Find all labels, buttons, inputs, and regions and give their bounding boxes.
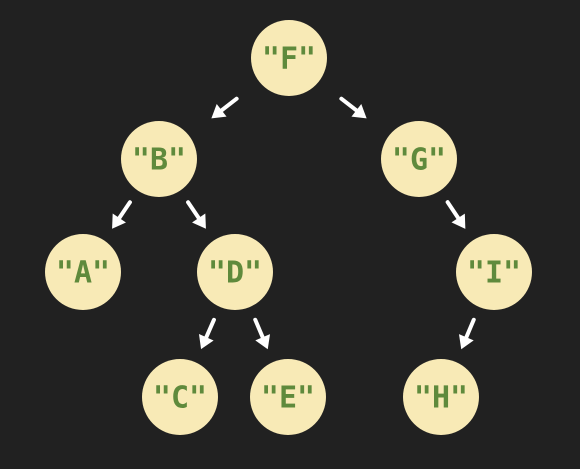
edge-arrowhead: [211, 104, 227, 119]
edge-shaft: [186, 200, 202, 222]
tree-node-c: "C": [142, 359, 218, 435]
tree-node-b: "B": [121, 121, 197, 197]
edge-shaft: [463, 317, 476, 342]
node-circle: [251, 20, 327, 96]
edge-arrow-i-h: [458, 317, 476, 350]
edge-arrow-b-a: [112, 200, 132, 229]
node-circle: [381, 121, 457, 197]
edge-shaft: [253, 317, 266, 342]
edge-arrowhead: [192, 213, 206, 229]
tree-node-f: "F": [251, 20, 327, 96]
edge-arrowhead: [255, 334, 271, 350]
edge-arrowhead: [451, 213, 466, 229]
edge-arrowhead: [112, 213, 126, 229]
node-circle: [250, 359, 326, 435]
node-label: "F": [262, 42, 316, 77]
node-label: "B": [132, 143, 186, 178]
node-circle: [142, 359, 218, 435]
tree-node-e: "E": [250, 359, 326, 435]
tree-node-h: "H": [403, 359, 479, 435]
edge-shaft: [339, 96, 360, 114]
node-circle: [403, 359, 479, 435]
node-label: "E": [261, 381, 315, 416]
node-label: "C": [153, 381, 207, 416]
edge-arrow-d-c: [198, 317, 216, 350]
edge-arrow-b-d: [186, 200, 206, 229]
edge-arrow-d-e: [253, 317, 271, 350]
edge-arrowhead: [458, 334, 474, 350]
edge-shaft: [203, 317, 216, 342]
node-label: "I": [467, 256, 521, 291]
tree-node-d: "D": [197, 234, 273, 310]
edge-arrowhead: [198, 334, 214, 350]
edge-arrow-f-g: [339, 96, 367, 119]
node-label: "D": [208, 256, 262, 291]
nodes-layer: "F" "B" "G" "A" "D" "I" "C" "E" "H": [45, 20, 532, 435]
edge-shaft: [445, 200, 462, 222]
edge-arrow-f-b: [211, 96, 239, 119]
edge-arrowhead: [351, 104, 367, 119]
tree-node-g: "G": [381, 121, 457, 197]
edge-shaft: [116, 200, 132, 222]
edge-arrow-g-i: [445, 200, 466, 229]
edge-shaft: [218, 96, 239, 114]
node-circle: [456, 234, 532, 310]
node-circle: [45, 234, 121, 310]
node-label: "H": [414, 381, 468, 416]
edges-layer: [112, 96, 476, 350]
node-label: "G": [392, 143, 446, 178]
node-circle: [121, 121, 197, 197]
node-label: "A": [56, 256, 110, 291]
node-circle: [197, 234, 273, 310]
tree-node-a: "A": [45, 234, 121, 310]
tree-node-i: "I": [456, 234, 532, 310]
